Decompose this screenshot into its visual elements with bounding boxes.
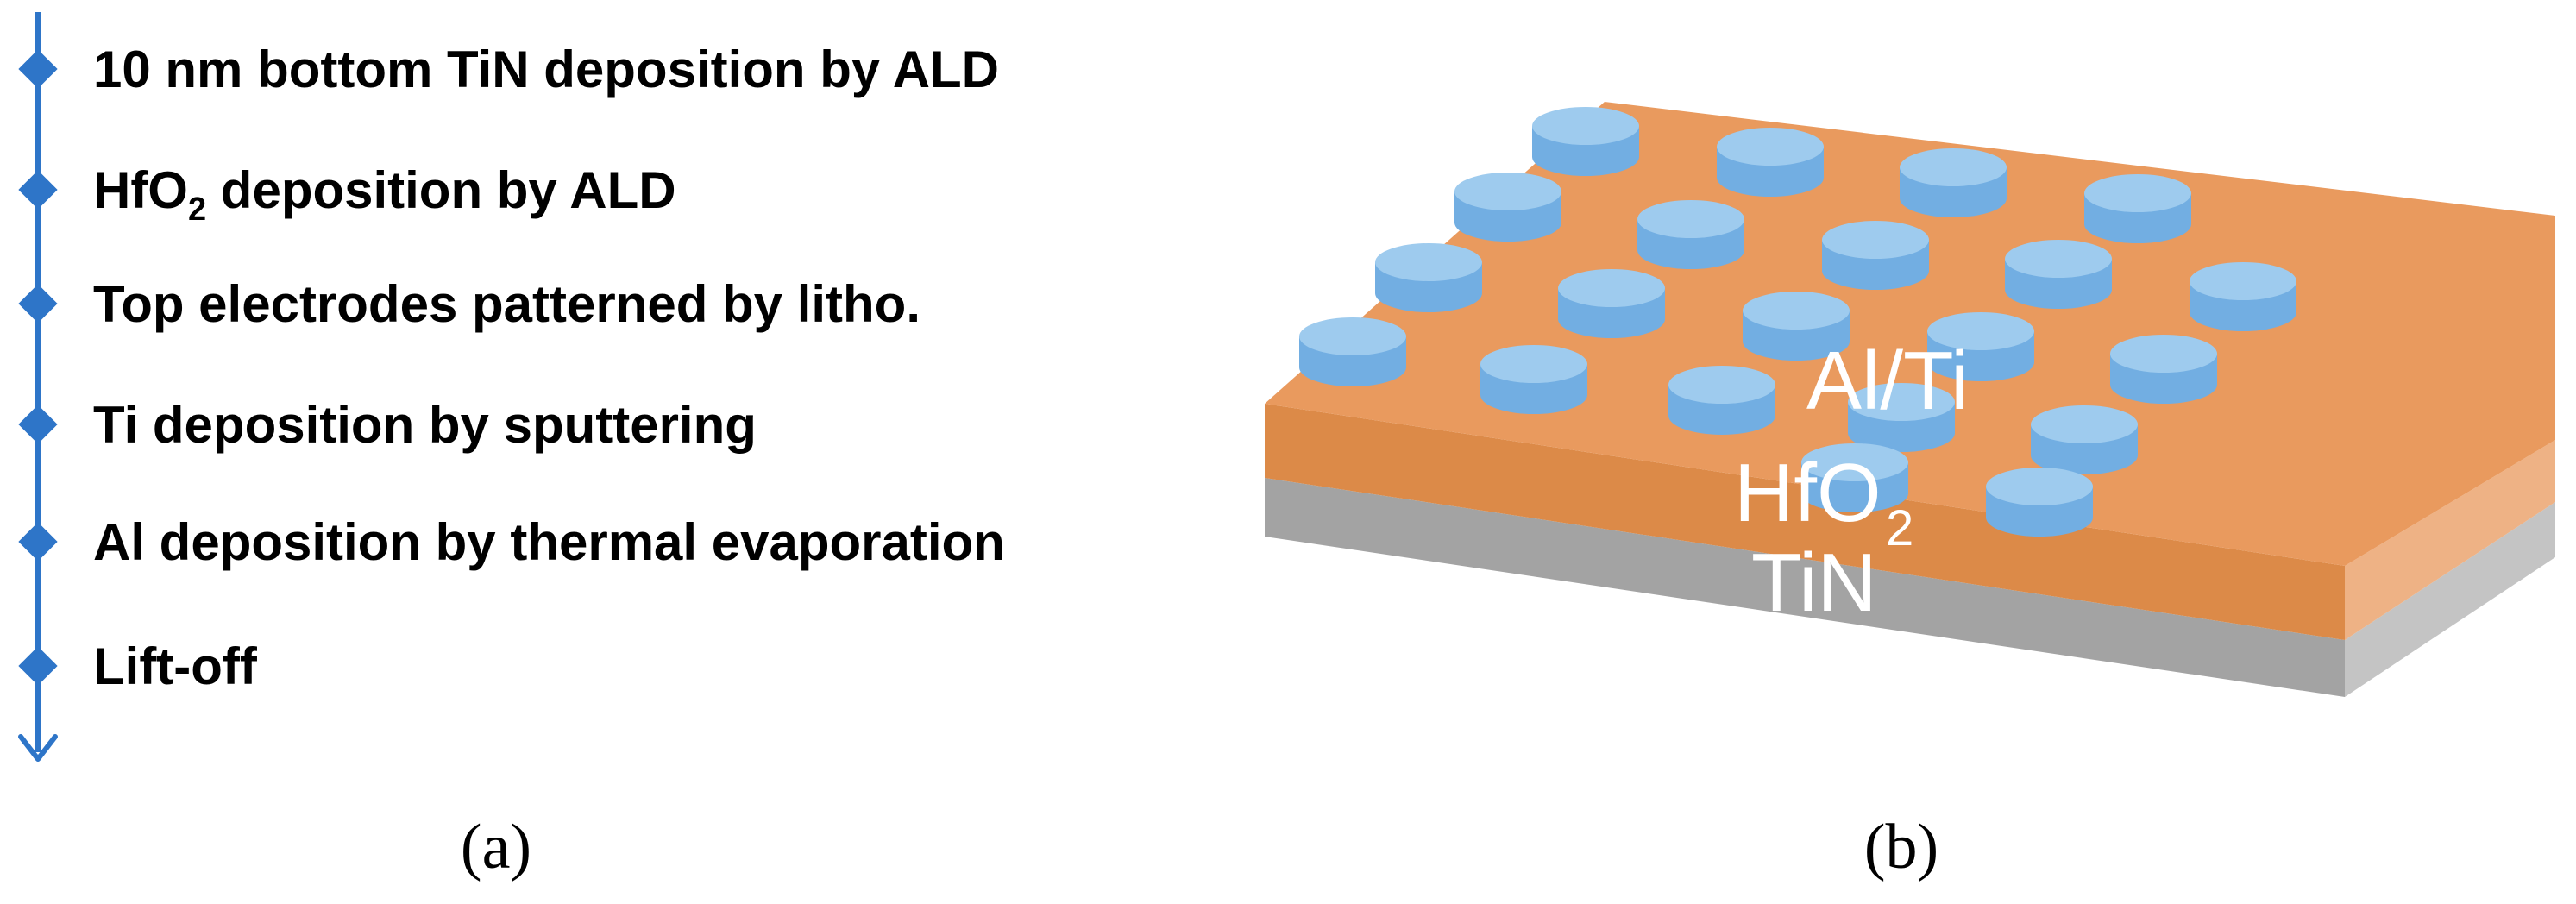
panel-b-label: (b) [1864,812,1938,882]
electrode-pad-top [2110,335,2217,373]
electrode-pad [1743,292,1850,361]
process-step-text: Lift-off [93,637,258,695]
electrode-pad-top [1532,107,1639,145]
hfo2-label: HfO [1734,447,1882,539]
electrode-pad-top [1801,443,1908,481]
electrode-pad [1532,107,1639,176]
hfo2-layer-top [1265,102,2555,566]
electrode-pad-top [1717,128,1824,166]
electrode-pad [1822,221,1929,290]
electrode-pad-top [1822,221,1929,259]
electrode-pad-top [1637,200,1744,238]
electrode-label: Al/Ti [1806,335,1969,427]
step-main-text: Lift-off [93,637,258,695]
electrode-pad [1668,366,1775,435]
device-schematic-panel: Al/Ti HfO 2 TiN (b) [1265,102,2555,882]
electrode-pad [1900,148,2007,217]
process-step: Al deposition by thermal evaporation [18,513,1005,571]
process-step-text: 10 nm bottom TiN deposition by ALD [93,41,999,98]
electrode-pad [1717,128,1824,197]
electrode-pad [1986,468,2093,537]
electrode-pad [1480,345,1587,414]
electrode-pad [1558,269,1665,338]
electrode-pad [1454,173,1561,242]
electrode-pad-top [1480,345,1587,383]
timeline-diamond-marker [18,49,58,89]
tin-layer-side [2345,502,2555,697]
electrode-pad-top [1900,148,2007,186]
electrode-pad-top [1299,317,1406,355]
process-step-text: Al deposition by thermal evaporation [93,513,1005,571]
process-steps: 10 nm bottom TiN deposition by ALD HfO2 d… [18,41,1005,695]
tin-layer-front [1265,478,2345,697]
timeline-diamond-marker [18,284,58,323]
process-flow-panel: 10 nm bottom TiN deposition by ALD HfO2 d… [18,12,1005,882]
panel-a-label: (a) [461,812,531,882]
step-main-text: 10 nm bottom TiN deposition by ALD [93,41,999,98]
electrode-pad [2110,335,2217,404]
step-main-text: Ti deposition by sputtering [93,396,757,454]
process-step-text: Top electrodes patterned by litho. [93,275,920,333]
process-step: Top electrodes patterned by litho. [18,275,920,333]
electrode-pad-array [1299,107,2296,537]
process-step-text: Ti deposition by sputtering [93,396,757,454]
timeline-arrowhead [18,734,58,762]
process-step: Lift-off [18,637,258,695]
hfo2-layer-side [2345,440,2555,640]
electrode-pad-top [1986,468,2093,505]
timeline-diamond-marker [18,405,58,444]
process-step: 10 nm bottom TiN deposition by ALD [18,41,999,98]
hfo2-label-subscript: 2 [1886,500,1913,556]
electrode-pad [2031,405,2138,474]
electrode-pad [1848,383,1955,452]
process-step-text: HfO2 deposition by ALD [93,161,676,228]
electrode-pad [1927,312,2034,381]
electrode-pad-top [1927,312,2034,350]
electrode-pad [2005,240,2112,309]
process-step: Ti deposition by sputtering [18,396,757,454]
step-after-text: deposition by ALD [206,161,675,219]
electrode-pad-top [1558,269,1665,307]
process-step: HfO2 deposition by ALD [18,161,676,228]
electrode-pad-top [1375,243,1482,281]
step-main-text: HfO [93,161,188,219]
step-main-text: Top electrodes patterned by litho. [93,275,920,333]
step-subscript: 2 [188,191,206,228]
electrode-pad [2190,262,2296,331]
tin-label: TiN [1751,537,1877,629]
electrode-pad [1801,443,1908,512]
electrode-pad-top [1668,366,1775,404]
electrode-pad-top [1848,383,1955,421]
step-main-text: Al deposition by thermal evaporation [93,513,1005,571]
electrode-pad [2084,174,2191,243]
electrode-pad [1375,243,1482,312]
timeline-diamond-marker [18,646,58,686]
electrode-pad-top [2084,174,2191,212]
electrode-pad-top [1454,173,1561,210]
hfo2-layer-front [1265,404,2345,640]
electrode-pad-top [2190,262,2296,300]
electrode-pad-top [1743,292,1850,330]
timeline-diamond-marker [18,170,58,210]
electrode-pad [1299,317,1406,386]
electrode-pad-top [2031,405,2138,443]
electrode-pad-top [2005,240,2112,278]
timeline-diamond-marker [18,522,58,562]
electrode-pad [1637,200,1744,269]
